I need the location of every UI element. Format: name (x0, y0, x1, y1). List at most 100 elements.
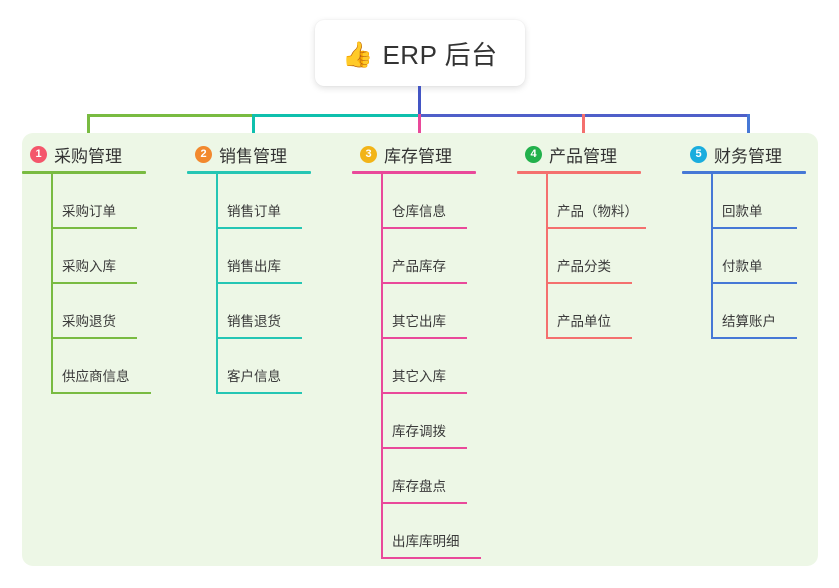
leaf-label: 仓库信息 (392, 204, 446, 219)
leaf-rule (381, 392, 467, 394)
connector-bus-segment-1 (87, 114, 254, 117)
column-4: 4 产品管理产品（物料） 产品分类产品单位 (517, 142, 646, 339)
column-spine (381, 174, 383, 559)
column-spine (216, 174, 218, 394)
leaf-item[interactable]: 库存调拨 (352, 394, 476, 449)
leaf-rule (51, 282, 137, 284)
leaf-label: 采购入库 (62, 259, 116, 274)
leaf-rule (216, 392, 302, 394)
content-panel (22, 133, 818, 566)
leaf-label: 销售订单 (227, 204, 281, 219)
column-badge: 5 (690, 145, 707, 163)
leaf-label: 采购退货 (62, 314, 116, 329)
thumbs-up-icon: 👍 (342, 39, 374, 69)
column-rule (682, 171, 806, 174)
leaf-rule (216, 282, 302, 284)
leaf-rule (51, 227, 137, 229)
leaf-item[interactable]: 采购退货 (22, 284, 146, 339)
leaf-item[interactable]: 回款单 (682, 174, 806, 229)
leaf-label: 采购订单 (62, 204, 116, 219)
leaf-item[interactable]: 结算账户 (682, 284, 806, 339)
leaf-item[interactable]: 产品（物料） (517, 174, 646, 229)
leaf-rule (546, 282, 632, 284)
connector-root-stem (418, 86, 421, 115)
leaf-rule (216, 337, 302, 339)
column-title: 销售管理 (219, 146, 287, 166)
column-title: 库存管理 (384, 146, 452, 166)
leaf-rule (381, 227, 467, 229)
leaf-item[interactable]: 产品库存 (352, 229, 476, 284)
leaf-rule (711, 282, 797, 284)
leaf-item[interactable]: 销售出库 (187, 229, 311, 284)
column-body: 销售订单销售出库销售退货客户信息 (187, 174, 311, 394)
leaf-item[interactable]: 库存盘点 (352, 449, 476, 504)
leaf-item[interactable]: 仓库信息 (352, 174, 476, 229)
leaf-rule (381, 502, 467, 504)
column-header-3[interactable]: 3 库存管理 (352, 142, 476, 166)
leaf-item[interactable]: 其它入库 (352, 339, 476, 394)
leaf-item[interactable]: 产品分类 (517, 229, 641, 284)
column-rule (187, 171, 311, 174)
leaf-item[interactable]: 采购入库 (22, 229, 146, 284)
leaf-item[interactable]: 出库库明细 (352, 504, 481, 559)
leaf-label: 销售出库 (227, 259, 281, 274)
column-header-1[interactable]: 1 采购管理 (22, 142, 146, 166)
leaf-label: 结算账户 (722, 314, 776, 329)
leaf-label: 产品（物料） (557, 204, 638, 219)
column-title: 采购管理 (54, 146, 122, 166)
leaf-label: 付款单 (722, 259, 763, 274)
column-header-4[interactable]: 4 产品管理 (517, 142, 641, 166)
leaf-label: 库存盘点 (392, 479, 446, 494)
column-badge: 3 (360, 145, 377, 163)
leaf-label: 供应商信息 (62, 369, 130, 384)
connector-drop-4 (582, 114, 585, 142)
column-header-2[interactable]: 2 销售管理 (187, 142, 311, 166)
column-badge: 2 (195, 145, 212, 163)
column-badge: 4 (525, 145, 542, 163)
column-title: 产品管理 (549, 146, 617, 166)
connector-drop-1 (87, 114, 90, 142)
leaf-rule (381, 282, 467, 284)
leaf-item[interactable]: 付款单 (682, 229, 806, 284)
leaf-label: 产品分类 (557, 259, 611, 274)
column-body: 回款单付款单结算账户 (682, 174, 806, 339)
connector-drop-5 (747, 114, 750, 142)
leaf-label: 销售退货 (227, 314, 281, 329)
leaf-rule (711, 337, 797, 339)
connector-drop-2 (252, 114, 255, 142)
column-rule (352, 171, 476, 174)
leaf-item[interactable]: 产品单位 (517, 284, 641, 339)
column-rule (517, 171, 641, 174)
leaf-label: 库存调拨 (392, 424, 446, 439)
column-badge: 1 (30, 145, 47, 163)
leaf-item[interactable]: 采购订单 (22, 174, 146, 229)
leaf-rule (51, 392, 151, 394)
connector-bus-segment-2 (252, 114, 420, 117)
column-spine (546, 174, 548, 339)
leaf-label: 出库库明细 (392, 534, 460, 549)
leaf-rule (381, 557, 481, 559)
column-title: 财务管理 (714, 146, 782, 166)
column-1: 1 采购管理采购订单采购入库采购退货供应商信息 (22, 142, 151, 394)
leaf-label: 其它出库 (392, 314, 446, 329)
column-3: 3 库存管理仓库信息产品库存其它出库其它入库库存调拨库存盘点出库库明细 (352, 142, 481, 559)
root-title: ERP 后台 (382, 39, 498, 70)
leaf-item[interactable]: 客户信息 (187, 339, 311, 394)
leaf-rule (381, 447, 467, 449)
root-node[interactable]: 👍 ERP 后台 (315, 20, 525, 86)
leaf-rule (711, 227, 797, 229)
column-body: 产品（物料） 产品分类产品单位 (517, 174, 646, 339)
column-body: 仓库信息产品库存其它出库其它入库库存调拨库存盘点出库库明细 (352, 174, 481, 559)
column-header-5[interactable]: 5 财务管理 (682, 142, 806, 166)
leaf-rule (546, 227, 646, 229)
leaf-label: 其它入库 (392, 369, 446, 384)
leaf-item[interactable]: 其它出库 (352, 284, 476, 339)
leaf-item[interactable]: 供应商信息 (22, 339, 151, 394)
leaf-rule (546, 337, 632, 339)
leaf-item[interactable]: 销售订单 (187, 174, 311, 229)
leaf-item[interactable]: 销售退货 (187, 284, 311, 339)
leaf-rule (51, 337, 137, 339)
leaf-label: 客户信息 (227, 369, 281, 384)
leaf-label: 产品单位 (557, 314, 611, 329)
